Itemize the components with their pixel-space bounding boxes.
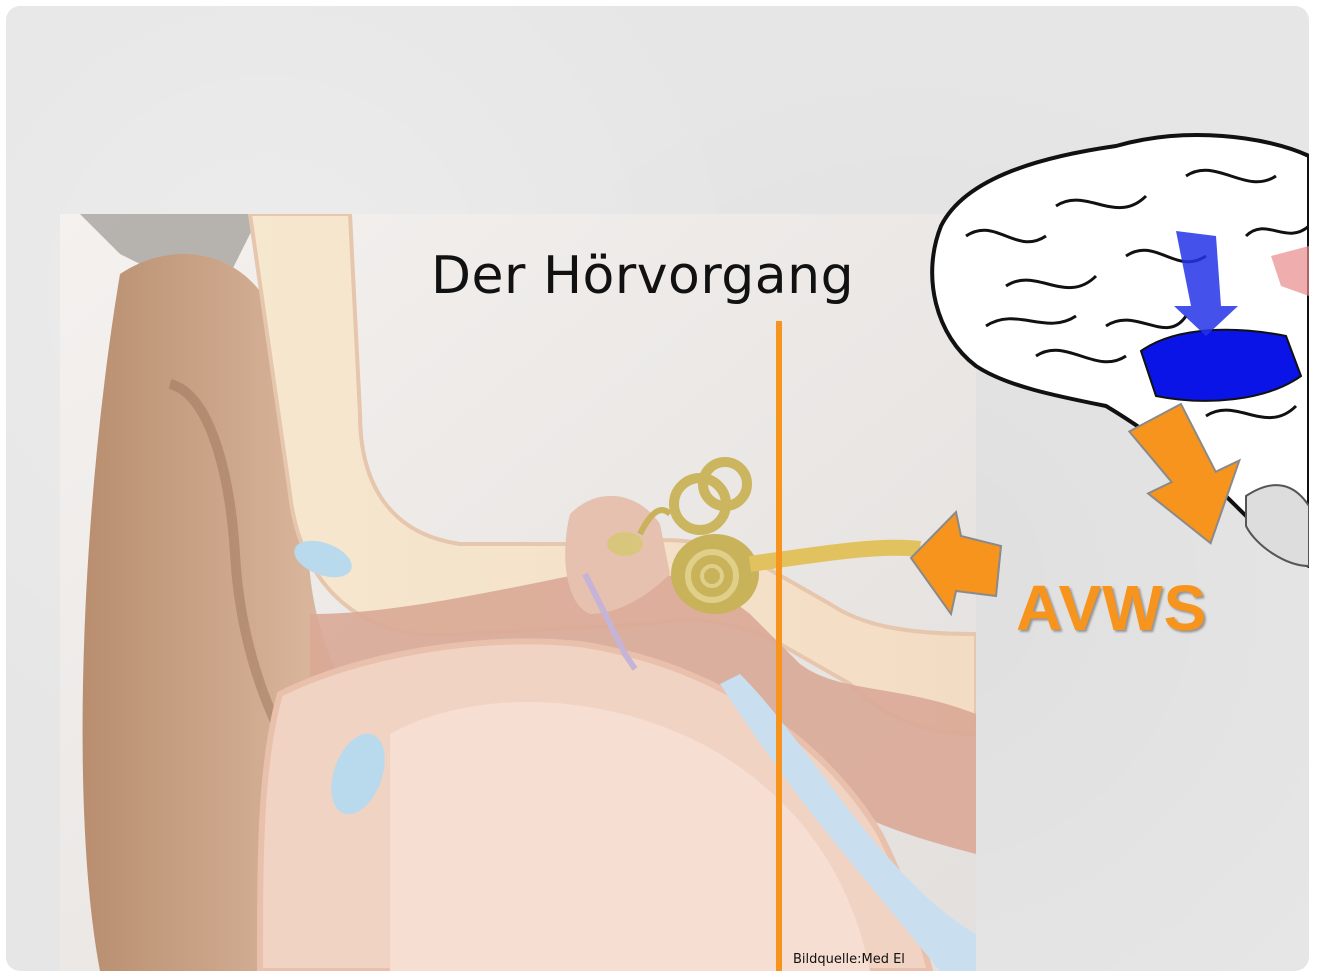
slide: Der Hörvorgang AVWS Bildquelle:Med El [6,6,1309,971]
image-source-caption: Bildquelle:Med El [793,952,905,967]
avws-label: AVWS [1016,571,1207,645]
orange-arrow-icon [911,512,1001,614]
divider-line [776,321,782,971]
slide-title: Der Hörvorgang [431,246,854,306]
brain-illustration [6,6,1309,971]
